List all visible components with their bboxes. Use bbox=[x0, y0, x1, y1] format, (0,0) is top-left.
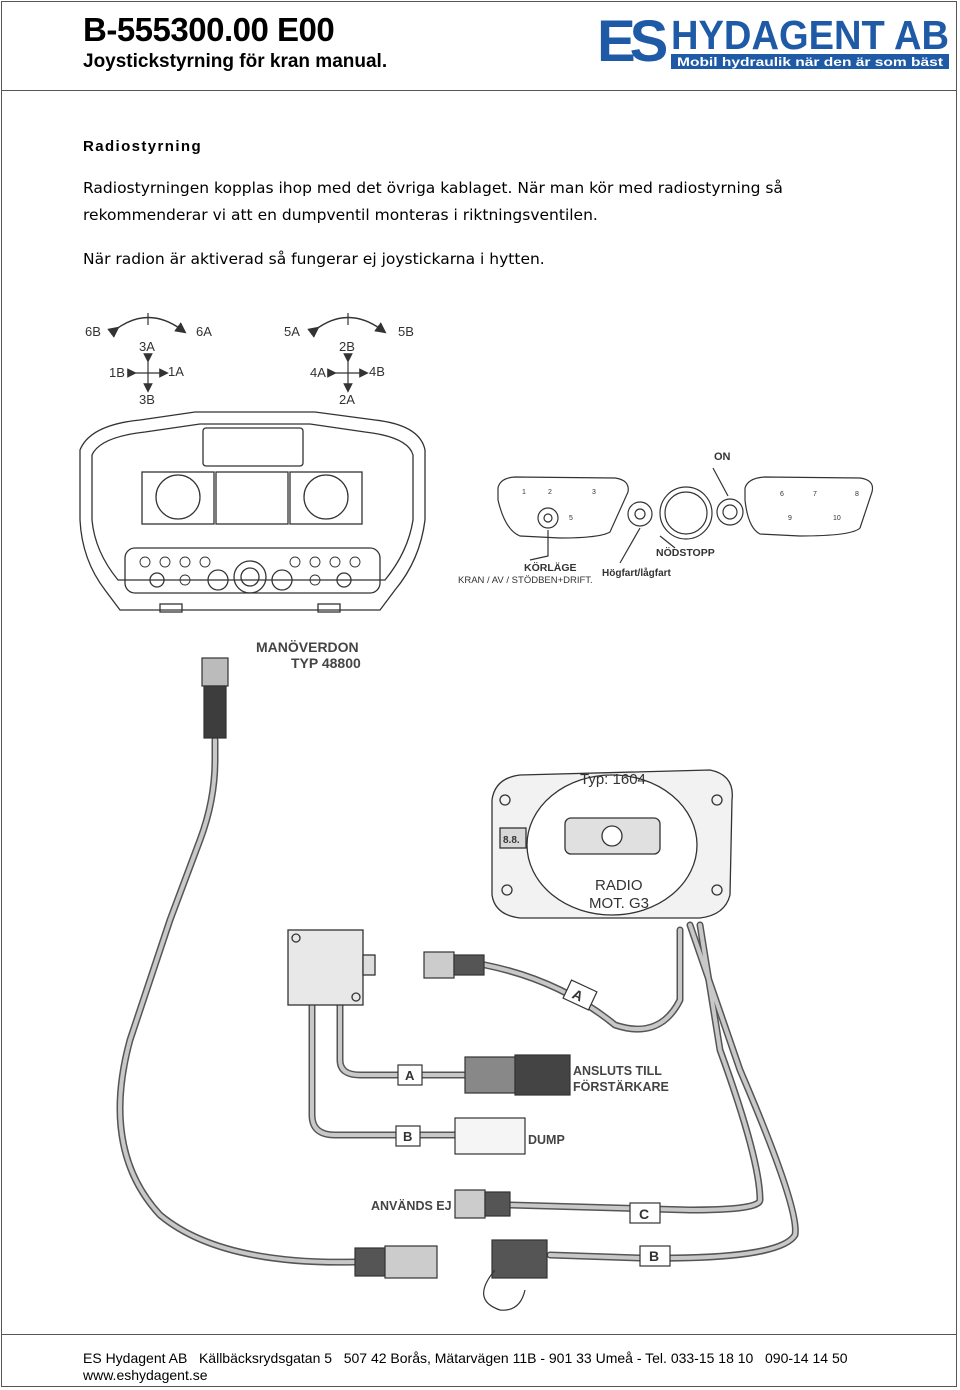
wiring-diagram: 6B 6A 3A 3B 1B 1A 5A 5B 2B 2A 4A 4B bbox=[79, 313, 874, 1311]
junction-box bbox=[287, 929, 376, 1006]
dump-label: DUMP bbox=[528, 1133, 565, 1147]
cable-b-tag: B bbox=[649, 1248, 659, 1264]
right-joystick-legend: 5A 5B 2B 2A 4A 4B bbox=[284, 313, 414, 407]
switch-panel-detail bbox=[497, 467, 874, 564]
svg-text:2: 2 bbox=[548, 489, 552, 496]
footer-address: ES Hydagent AB Källbäcksrydsgatan 5 507 … bbox=[83, 1350, 848, 1366]
receiver-display-label: 8.8. bbox=[503, 835, 520, 846]
svg-text:3: 3 bbox=[592, 489, 596, 496]
korlage-label: KÖRLÄGE bbox=[524, 561, 577, 574]
connect-label-2: FÖRSTÄRKARE bbox=[573, 1079, 669, 1094]
document-id: B-555300.00 E00 bbox=[83, 11, 335, 48]
svg-text:5: 5 bbox=[569, 515, 573, 522]
left-up-label: 3A bbox=[139, 339, 155, 354]
logo-tagline-bar bbox=[671, 54, 949, 69]
svg-text:7: 7 bbox=[813, 491, 817, 498]
switch-panel-labels: ON NÖDSTOPP KÖRLÄGE KRAN / AV / STÖDBEN+… bbox=[458, 451, 859, 586]
paragraph-1: Radiostyrningen kopplas ihop med det övr… bbox=[83, 179, 783, 224]
left-down-label: 3B bbox=[139, 392, 155, 407]
cable-connectors bbox=[354, 951, 571, 1311]
connector-labels: ANSLUTS TILL FÖRSTÄRKARE DUMP ANVÄNDS EJ bbox=[371, 1064, 669, 1213]
receiver-labels: Typ: 1604 8.8. RADIO MOT. G3 bbox=[503, 771, 649, 912]
svg-text:1: 1 bbox=[522, 489, 526, 496]
svg-text:TYP 48800: TYP 48800 bbox=[291, 655, 361, 671]
on-label: ON bbox=[714, 451, 731, 463]
left-joystick-legend: 6B 6A 3A 3B 1B 1A bbox=[85, 313, 212, 407]
right-down-label: 2A bbox=[339, 392, 355, 407]
korlage-sub-label: KRAN / AV / STÖDBEN+DRIFT. bbox=[458, 575, 593, 586]
receiver-type-label: Typ: 1604 bbox=[580, 771, 646, 788]
right-rot-left-label: 5A bbox=[284, 324, 300, 339]
svg-text:10: 10 bbox=[833, 515, 841, 522]
page-footer: ES Hydagent AB Källbäcksrydsgatan 5 507 … bbox=[1, 1334, 957, 1387]
left-rot-left-label: 6B bbox=[85, 324, 101, 339]
right-rot-right-label: 5B bbox=[398, 324, 414, 339]
logo-mark: ES bbox=[597, 9, 667, 74]
radio-controller-drawing bbox=[79, 411, 426, 613]
right-right-label: 4B bbox=[369, 364, 385, 379]
controller-connector bbox=[201, 657, 229, 739]
document-subtitle: Joystickstyrning för kran manual. bbox=[83, 51, 388, 72]
receiver-mot-label: MOT. G3 bbox=[589, 895, 649, 912]
page-header: B-555300.00 E00 Joystickstyrning för kra… bbox=[1, 1, 957, 91]
right-left-label: 4A bbox=[310, 365, 326, 380]
left-rot-right-label: 6A bbox=[196, 324, 212, 339]
radio-receiver bbox=[491, 769, 733, 919]
section-title: Radiostyrning bbox=[83, 138, 203, 155]
connect-label-1: ANSLUTS TILL bbox=[573, 1064, 662, 1078]
cables bbox=[116, 736, 799, 1266]
receiver-radio-label: RADIO bbox=[595, 877, 643, 894]
left-left-label: 1B bbox=[109, 365, 125, 380]
nodstopp-label: NÖDSTOPP bbox=[656, 546, 715, 559]
tag-b-label: B bbox=[403, 1129, 412, 1144]
unused-label: ANVÄNDS EJ bbox=[371, 1198, 452, 1213]
right-up-label: 2B bbox=[339, 339, 355, 354]
cable-c-tag: C bbox=[639, 1206, 649, 1222]
svg-text:8: 8 bbox=[855, 491, 859, 498]
logo-tagline: Mobil hydraulik när den är som bäst bbox=[677, 57, 943, 69]
footer-website: www.eshydagent.se bbox=[83, 1367, 208, 1383]
company-logo: ES HYDAGENT AB Mobil hydraulik när den ä… bbox=[597, 9, 949, 74]
controller-label: MANÖVERDON TYP 48800 bbox=[256, 639, 361, 671]
svg-text:9: 9 bbox=[788, 515, 792, 522]
paragraph-2: När radion är aktiverad så fungerar ej j… bbox=[83, 250, 545, 268]
left-right-label: 1A bbox=[168, 364, 184, 379]
tag-a-label: A bbox=[405, 1068, 415, 1083]
svg-text:6: 6 bbox=[780, 491, 784, 498]
cable-tags: A A B C B bbox=[395, 979, 671, 1267]
svg-text:MANÖVERDON: MANÖVERDON bbox=[256, 639, 359, 655]
logo-name: HYDAGENT AB bbox=[671, 12, 949, 58]
hogfart-label: Högfart/lågfart bbox=[602, 567, 672, 579]
